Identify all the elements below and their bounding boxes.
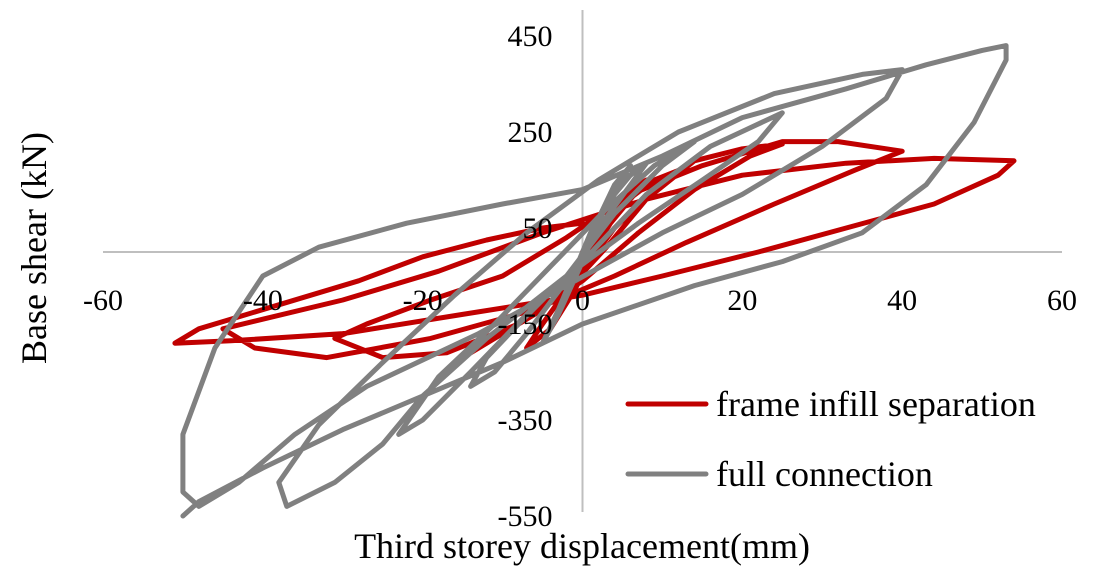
x-tick-label: -60 [83, 284, 123, 317]
legend-label-frame-infill-separation: frame infill separation [716, 384, 1036, 424]
x-tick-label: 60 [1047, 284, 1077, 317]
y-tick-label: 50 [523, 212, 553, 245]
x-tick-label: -40 [243, 284, 283, 317]
y-tick-label: -550 [498, 500, 553, 533]
y-tick-label: -150 [498, 308, 553, 341]
x-tick-label: 0 [575, 284, 590, 317]
legend: frame infill separation full connection [625, 384, 1036, 494]
legend-label-full-connection: full connection [716, 454, 933, 494]
series-line-full-connection [180, 43, 1009, 519]
y-axis-title: Base shear (kN) [14, 132, 54, 364]
x-tick-label: -20 [403, 284, 443, 317]
tick-labels: -60 -40 -20 0 20 40 60 450 250 50 -150 -350 -550 [83, 20, 1077, 533]
x-tick-label: 40 [887, 284, 917, 317]
y-tick-label: -350 [498, 404, 553, 437]
series-layer [172, 43, 1017, 519]
y-tick-label: 450 [508, 20, 553, 53]
x-axis-title: Third storey displacement(mm) [354, 526, 810, 566]
y-tick-label: 250 [508, 116, 553, 149]
x-tick-label: 20 [727, 284, 757, 317]
